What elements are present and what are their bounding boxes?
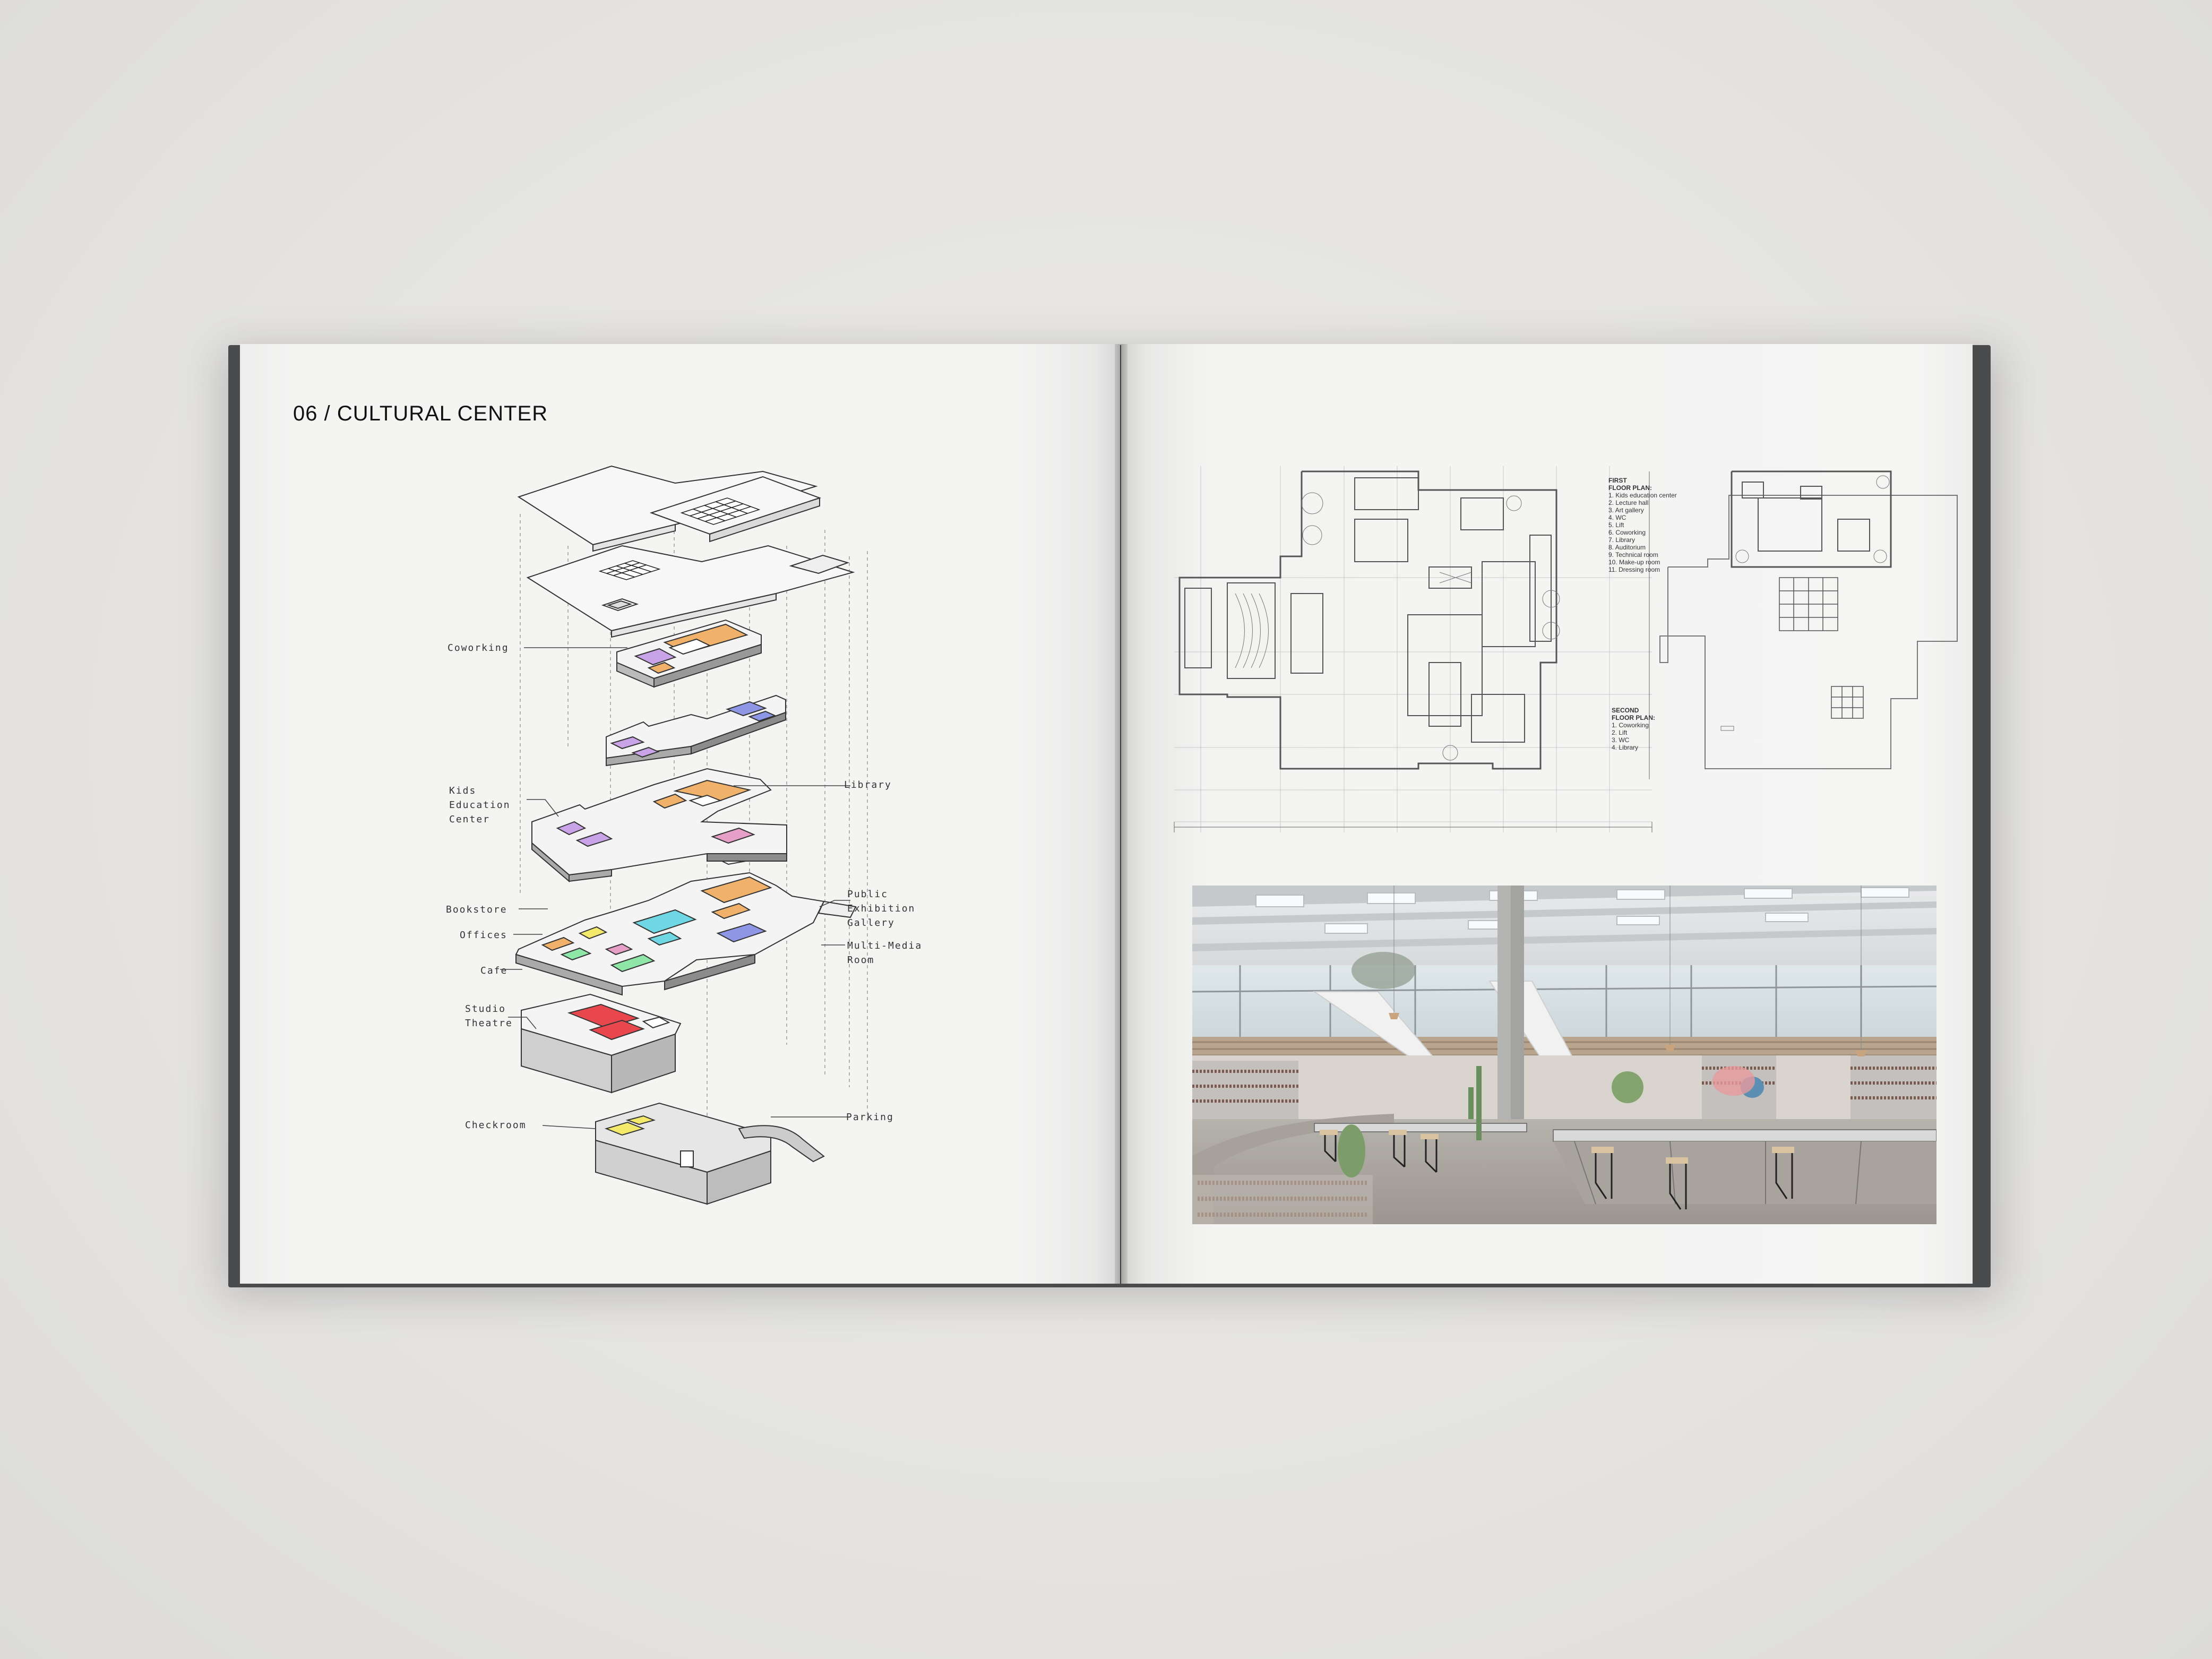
book-gutter [1115,344,1127,1284]
page-title: 06 / CULTURAL CENTER [293,402,548,425]
floor-plans [1174,466,1958,832]
label-parking: Parking [846,1112,894,1123]
structural-grid [1174,466,1652,832]
second-floor-plan-legend: SECOND FLOOR PLAN: 1. Coworking 2. Lift … [1612,707,1655,751]
skylight-upper [680,497,761,525]
leader-lines [500,647,850,1129]
chairs [1324,1135,1793,1210]
ground-tier [515,872,857,996]
label-coworking: Coworking [447,642,509,654]
label-cafe: Cafe [480,965,508,976]
label-offices: Offices [460,930,507,941]
label-bookstore: Bookstore [446,904,507,915]
library-kids-tier [531,768,787,883]
exploded-axonometric-diagram [500,465,868,1205]
label-studio-theatre: Studio Theatre [465,1003,513,1029]
parking-tier [595,1102,825,1205]
label-checkroom: Checkroom [465,1120,527,1131]
label-kids-education-center: Kids Education Center [449,785,511,825]
interior-rendering-drawing [1192,886,1936,1224]
skylight-lower [598,560,661,580]
first-floor-plan [1174,466,1652,832]
interior-rendering [1192,886,1936,1224]
roof-tier [517,465,822,552]
coworking-tier [616,619,762,688]
library-upper-tier [606,694,786,767]
label-library: Library [844,779,892,790]
studio-theatre-tier [521,993,682,1094]
second-floor-skylight-grid [1779,577,1864,719]
label-public-exhibition-gallery: Public Exhibition Gallery [847,889,916,929]
label-multi-media-room: Multi-Media Room [847,940,923,966]
first-floor-plan-legend: FIRST FLOOR PLAN: 1. Kids education cent… [1608,477,1677,573]
second-floor-plan [1659,470,1958,769]
roof-lower-tier [526,545,855,638]
